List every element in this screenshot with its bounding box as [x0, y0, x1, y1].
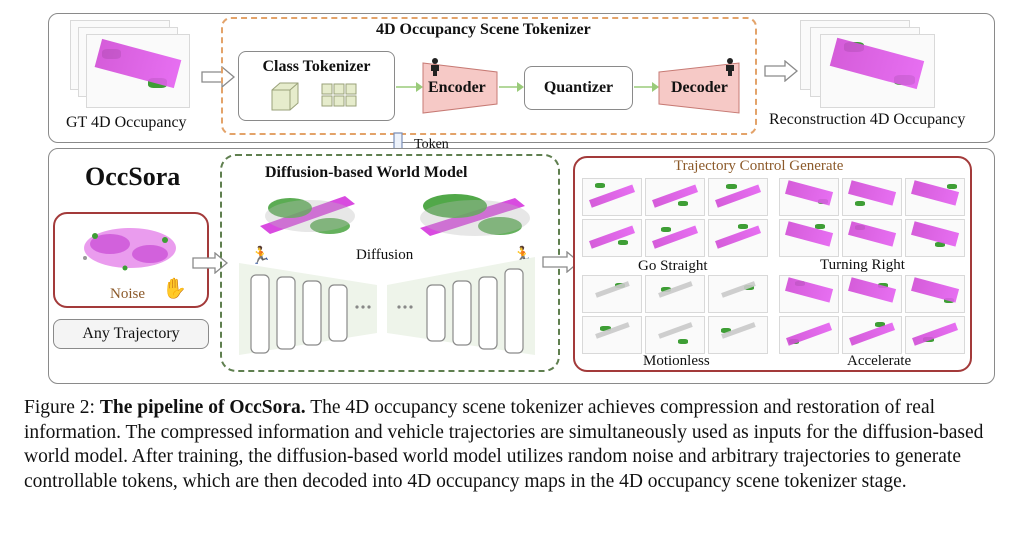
gt-occupancy-stack: [70, 20, 200, 110]
hand-sparkle-icon: ✋: [162, 278, 187, 300]
recon-occupancy-label: Reconstruction 4D Occupancy: [769, 111, 966, 128]
trajectory-control-title: Trajectory Control Generate: [674, 158, 844, 174]
arrow-class-to-encoder: [396, 82, 423, 92]
noise-label: Noise: [110, 286, 145, 302]
encoder-block: [422, 62, 498, 114]
caption-prefix: Figure 2:: [24, 397, 100, 418]
diffusion-label: Diffusion: [356, 247, 414, 263]
motionless-grid: [582, 275, 768, 355]
quantizer-box: Quantizer: [524, 66, 633, 110]
person-icon-decoder: [726, 58, 734, 76]
encoder-label: Encoder: [428, 79, 486, 96]
turning-right-label: Turning Right: [820, 257, 905, 273]
accelerate-grid: [779, 275, 965, 355]
quantizer-label: Quantizer: [543, 79, 614, 96]
world-model-title: Diffusion-based World Model: [265, 164, 468, 181]
occsora-title: OccSora: [85, 162, 181, 191]
gt-occupancy-label: GT 4D Occupancy: [66, 114, 187, 131]
figure-caption: Figure 2: The pipeline of OccSora. The 4…: [24, 396, 1014, 494]
caption-body: The 4D occupancy scene tokenizer achieve…: [24, 397, 984, 492]
go-straight-label: Go Straight: [638, 258, 708, 274]
decoder-label: Decoder: [671, 79, 728, 96]
decoder-block: [658, 62, 740, 114]
tokenizer-title: 4D Occupancy Scene Tokenizer: [376, 21, 591, 38]
any-trajectory-label: Any Trajectory: [82, 325, 180, 342]
diffusion-network: [239, 257, 535, 355]
caption-bold: The pipeline of OccSora.: [99, 397, 306, 418]
recon-occupancy-stack: [800, 20, 950, 110]
arrow-quantizer-to-decoder: [634, 82, 659, 92]
tokenizer-dashed-box: [221, 17, 757, 135]
accelerate-label: Accelerate: [847, 353, 912, 369]
noise-cloud: [83, 228, 176, 271]
any-trajectory-box: Any Trajectory: [53, 319, 209, 349]
person-icon-encoder: [431, 58, 439, 76]
arrow-encoder-to-quantizer: [499, 82, 524, 92]
arrow-tokenizer-to-recon: [764, 60, 799, 82]
voxel-cubes-icon: [271, 82, 357, 111]
class-tokenizer-label: Class Tokenizer: [262, 58, 371, 75]
motionless-label: Motionless: [643, 353, 710, 369]
world-model-occupancy-left: [260, 196, 355, 234]
turning-right-grid: [779, 178, 965, 258]
world-model-occupancy-right: [420, 194, 530, 236]
class-tokenizer-box: Class Tokenizer: [238, 51, 395, 121]
go-straight-grid: [582, 178, 768, 258]
runner-icon-left: 🏃: [250, 246, 272, 265]
